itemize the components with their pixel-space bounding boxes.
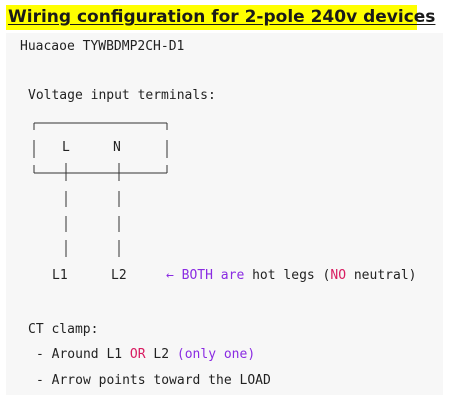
leg-label-l1: L1	[52, 268, 68, 283]
note-hot-legs: hot legs (	[244, 268, 331, 283]
leg-label-l2: L2	[111, 268, 127, 283]
page-title: Wiring configuration for 2-pole 240v dev…	[6, 5, 435, 30]
ct-line1-only-one: (only one)	[176, 347, 256, 362]
device-model-text: Huacaoe TYWBDMP2CH-D1	[20, 39, 185, 54]
hot-legs-note: ← BOTH are hot legs (NO neutral)	[166, 268, 416, 284]
note-both: BOTH	[181, 268, 213, 283]
note-neutral: neutral)	[346, 268, 417, 283]
terminal-label-l: L	[62, 140, 70, 155]
note-no: NO	[330, 268, 347, 283]
note-are: are	[220, 268, 245, 283]
ct-line1-or: OR	[129, 347, 146, 362]
ct-line1-prefix: - Around L1	[36, 347, 130, 362]
ct-clamp-heading: CT clamp:	[28, 322, 99, 337]
terminal-block-diagram	[33, 122, 168, 257]
terminal-label-n: N	[113, 140, 121, 155]
code-block: Huacaoe TYWBDMP2CH-D1 Voltage input term…	[6, 33, 443, 395]
ct-clamp-line-2: - Arrow points toward the LOAD	[36, 373, 271, 388]
ct-line1-mid: L2	[145, 347, 177, 362]
ct-clamp-line-1: - Around L1 OR L2 (only one)	[36, 347, 255, 363]
voltage-terminals-heading: Voltage input terminals:	[28, 88, 216, 103]
left-arrow-icon: ←	[166, 268, 174, 283]
